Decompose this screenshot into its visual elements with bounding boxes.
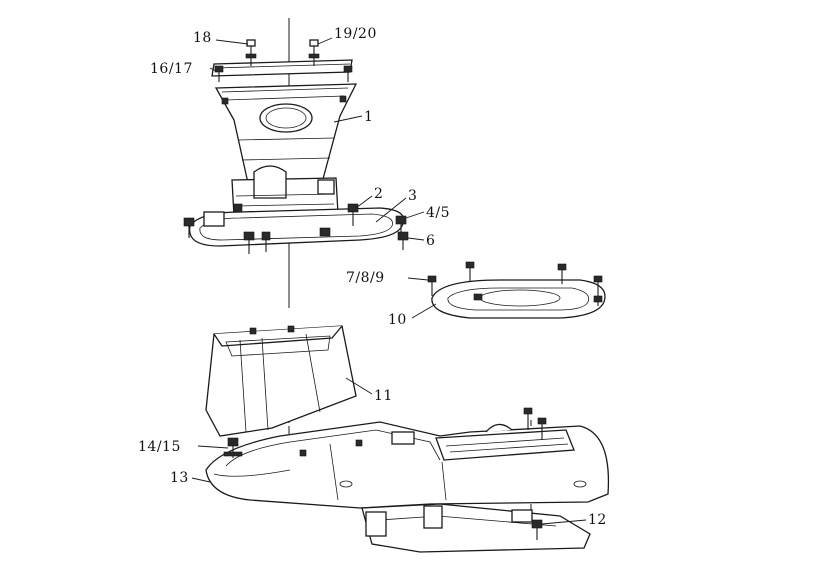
bolt-7-8-9 [427,275,437,296]
bolt-14-15 [223,437,243,458]
callout-13: 13 [170,470,189,486]
base-plate-bolts [183,203,409,254]
callout-18: 18 [193,30,212,46]
part-10-trim-ring [427,261,606,319]
callout-19-20: 19/20 [334,26,377,42]
callout-6: 6 [426,233,435,249]
callout-4-5: 4/5 [426,205,450,221]
bolt-19-20 [308,39,320,66]
callout-10: 10 [388,312,407,328]
part-12-bottom-bracket [361,503,591,553]
callout-2: 2 [374,186,383,202]
callout-11: 11 [374,388,393,404]
callout-12: 12 [588,512,607,528]
part-11-console-shroud [205,325,357,437]
bolt-6 [397,231,409,250]
bolt-18 [245,39,257,66]
leader-lines [191,37,587,525]
callout-3: 3 [408,188,417,204]
callout-16-17: 16/17 [150,61,193,77]
part-1-funnel-boot [214,83,358,193]
top-bracket-plate [211,39,353,82]
shifter-housing [231,165,339,217]
part-13-console-body [205,421,610,509]
callout-7-8-9: 7/8/9 [346,270,385,286]
callout-14-15: 14/15 [138,439,181,455]
bolt-2 [347,203,359,226]
console-screws [523,407,547,440]
part-3-base-plate [188,207,405,247]
callout-1: 1 [364,109,373,125]
bolt-16-17 [214,65,353,82]
